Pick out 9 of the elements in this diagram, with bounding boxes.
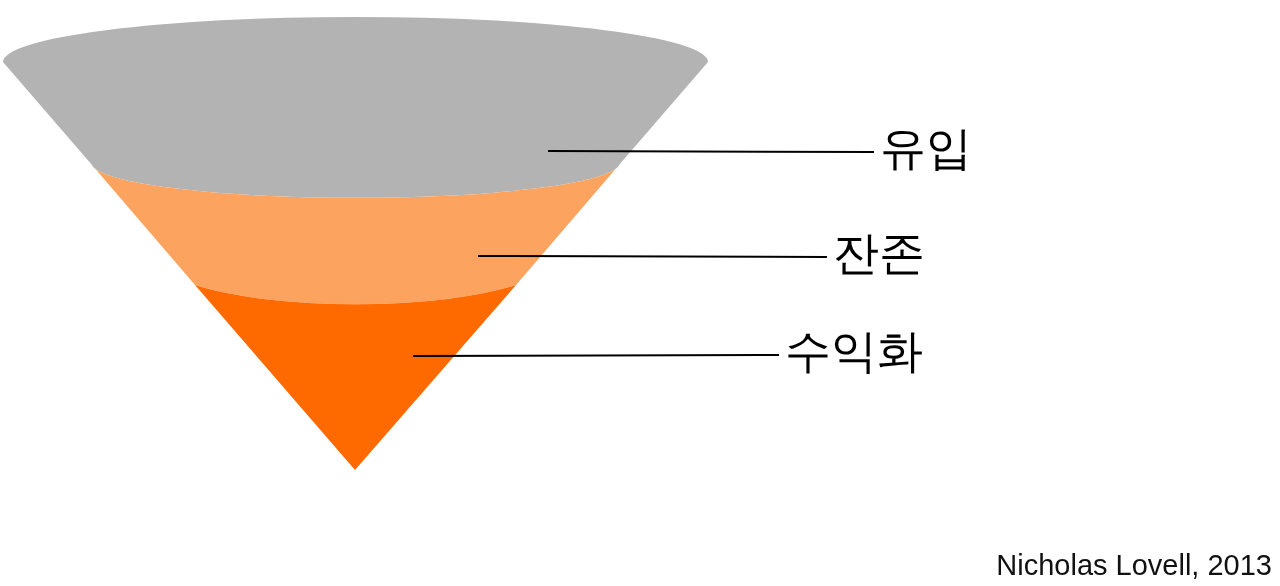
leader-line xyxy=(477,255,828,258)
funnel-stage-label: 잔존 xyxy=(833,230,925,276)
leader-line xyxy=(547,150,875,153)
funnel-stage-label: 유입 xyxy=(880,125,972,171)
credit-text: Nicholas Lovell, 2013 xyxy=(996,549,1272,582)
funnel-stage-label: 수익화 xyxy=(785,328,923,374)
funnel-band xyxy=(195,285,516,470)
leader-line xyxy=(412,354,780,357)
funnel-band xyxy=(3,17,708,198)
